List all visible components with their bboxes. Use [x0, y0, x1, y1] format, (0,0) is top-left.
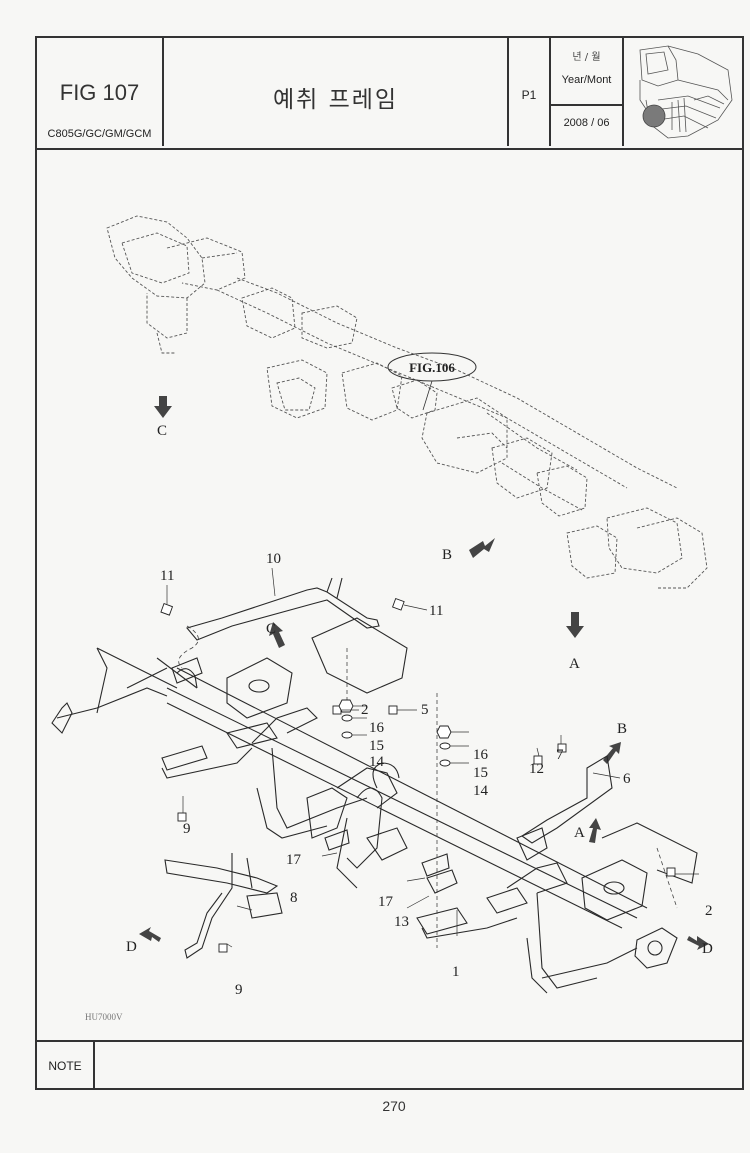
washer-14-right-icon — [439, 759, 451, 767]
arrow-d-right-icon — [687, 936, 709, 950]
date-label-english: Year/Mont — [561, 74, 612, 86]
callout-15-right: 15 — [473, 765, 488, 781]
arrow-d-left-icon — [139, 927, 161, 942]
note-row: NOTE — [37, 1040, 742, 1090]
nut-16-left-icon — [338, 699, 354, 713]
brace-6 — [521, 755, 613, 844]
washer-15-right-icon — [439, 742, 451, 750]
arrow-c-up-icon — [269, 622, 285, 648]
callout-9-bottom: 9 — [235, 982, 243, 998]
bolt-2-right-icon — [666, 867, 676, 877]
drawing-reference-code: HU7000V — [85, 1012, 123, 1022]
callout-1: 1 — [452, 964, 460, 980]
callout-11-right: 11 — [429, 603, 444, 619]
date-cell: 년 / 월 Year/Mont 2008 / 06 — [551, 38, 624, 146]
callout-11-left: 11 — [160, 568, 175, 584]
arrow-b-up-icon — [603, 742, 621, 764]
callout-14-right: 14 — [473, 783, 488, 799]
callout-12: 12 — [529, 761, 544, 777]
bolt-7-icon — [557, 743, 567, 753]
callout-10: 10 — [266, 551, 281, 567]
arrow-label-b-top: B — [442, 547, 453, 563]
arrow-b-left-icon — [469, 538, 495, 558]
bolt-12-icon — [533, 755, 543, 765]
date-label-box: 년 / 월 Year/Mont — [551, 38, 622, 106]
harvester-frame-assembly — [51, 577, 698, 994]
arrow-a-down-icon — [566, 612, 584, 638]
callout-16-left: 16 — [369, 720, 384, 736]
washer-15-left-icon — [341, 714, 353, 722]
arrow-label-d-right: D — [702, 941, 713, 957]
page-title: 예취 프레임 — [272, 87, 399, 113]
page-id: P1 — [521, 88, 537, 102]
callout-9-top: 9 — [183, 821, 191, 837]
callout-8: 8 — [290, 890, 298, 906]
arrow-label-d-left: D — [126, 939, 137, 955]
exploded-parts-drawing: FIG.106 — [37, 148, 742, 1040]
figure-number: FIG 107 — [59, 80, 140, 105]
bolt-9-top-icon — [177, 812, 187, 822]
callout-17-left: 17 — [286, 852, 301, 868]
reference-assembly-dashed — [106, 215, 708, 589]
washer-14-left-icon — [341, 731, 353, 739]
page-id-cell: P1 — [509, 38, 551, 146]
parts-catalog-page: FIG 107 C805G/GC/GM/GCM 예취 프레임 P1 년 / 월 … — [35, 36, 744, 1090]
callout-13: 13 — [394, 914, 409, 930]
brace-10 — [186, 587, 380, 641]
bolt-11-left-icon — [160, 603, 174, 616]
mount-plate-left — [226, 657, 293, 719]
callout-14-left: 14 — [369, 754, 384, 770]
arrow-label-a-top: A — [569, 656, 580, 672]
arrow-label-c-bottom: C — [266, 621, 277, 637]
callout-16-right: 16 — [473, 747, 488, 763]
callout-17-right: 17 — [378, 894, 393, 910]
bracket-17-left — [324, 829, 350, 851]
callout-2-left: 2 — [361, 702, 369, 718]
frame-assembly-illustration: FIG.106 — [51, 215, 709, 994]
bracket-17-right — [421, 853, 450, 877]
callout-15-left: 15 — [369, 738, 384, 754]
thumbnail-cell — [624, 38, 742, 146]
reference-figure-label: FIG.106 — [409, 360, 455, 375]
page-header: FIG 107 C805G/GC/GM/GCM 예취 프레임 P1 년 / 월 … — [37, 38, 742, 150]
bolt-5-icon — [388, 705, 398, 715]
date-label-korean: 년 / 월 — [572, 52, 601, 63]
callout-5: 5 — [421, 702, 429, 718]
date-value: 2008 / 06 — [563, 117, 610, 129]
combine-harvester-thumbnail-icon — [639, 45, 733, 139]
bolt-9-bottom-icon — [218, 943, 228, 953]
arrow-label-b-bottom: B — [617, 721, 628, 737]
mount-plate-right — [581, 859, 648, 921]
callout-2-right: 2 — [705, 903, 713, 919]
model-list: C805G/GC/GM/GCM — [47, 128, 152, 140]
callout-7: 7 — [556, 747, 564, 763]
bracket-13 — [426, 869, 458, 894]
title-cell: 예취 프레임 — [164, 38, 509, 146]
callout-6: 6 — [623, 771, 631, 787]
callout-leaders — [166, 567, 699, 948]
nut-16-right-icon — [436, 725, 452, 739]
figure-cell: FIG 107 C805G/GC/GM/GCM — [37, 38, 164, 146]
arrow-label-c-top: C — [157, 423, 168, 439]
note-label: NOTE — [37, 1042, 95, 1090]
bracket-plate-5 — [311, 617, 408, 694]
brace-8 — [164, 859, 279, 894]
arrow-label-a-bottom: A — [574, 825, 585, 841]
fasteners — [160, 597, 676, 953]
arrow-a-up-icon — [589, 818, 601, 843]
arrow-c-down-icon — [154, 396, 172, 418]
page-number: 270 — [382, 1098, 406, 1114]
highlight-marker — [642, 104, 666, 128]
bolt-11-right-icon — [392, 597, 405, 611]
